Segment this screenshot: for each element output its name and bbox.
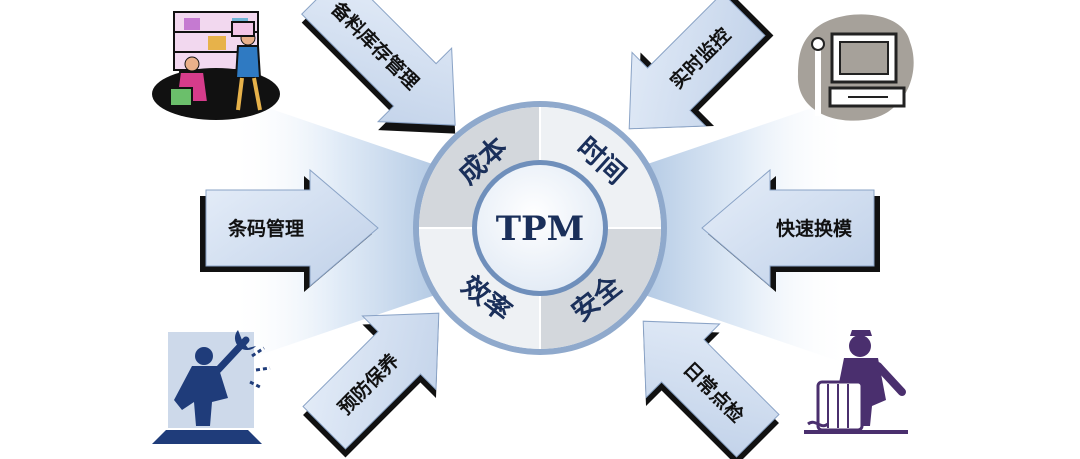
arrow-top-left: 备料库存管理 (301, 0, 456, 134)
computer-monitor-icon (797, 14, 914, 121)
maintenance-worker-icon (804, 330, 908, 434)
center-label: TPM (496, 209, 585, 249)
warehouse-workers-icon (152, 11, 280, 120)
arrow-middle-right: 快速换模 (701, 168, 880, 292)
arrow-middle-left: 条码管理 (200, 168, 379, 292)
arrow-label-middle-right: 快速换模 (776, 217, 853, 240)
wrench-mechanic-icon (152, 330, 271, 444)
arrow-bottom-right: 日常点检 (642, 320, 780, 459)
tpm-circle: TPM 成本 时间 效率 安全 (413, 101, 667, 355)
arrow-label-middle-left: 条码管理 (228, 217, 304, 240)
